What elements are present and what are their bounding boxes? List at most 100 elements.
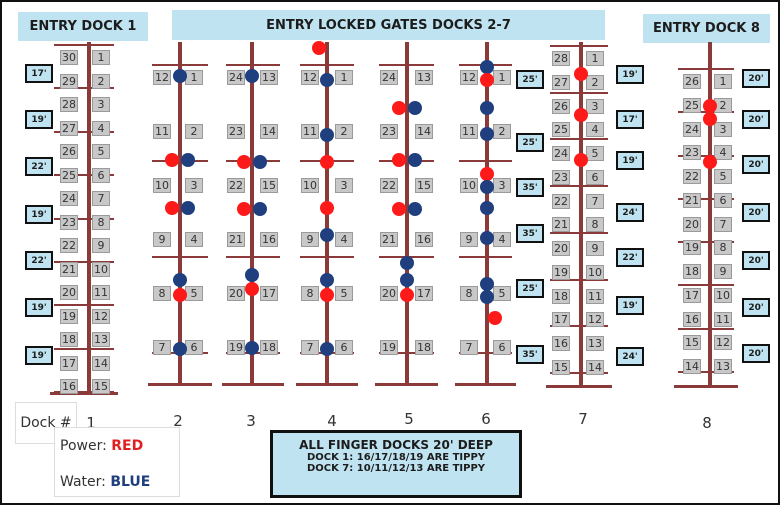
dock-7-walkway (546, 385, 612, 388)
dock-7-power-outlet-2 (574, 108, 588, 122)
dock-4-slip-7: 7 (301, 340, 319, 355)
dock-6-slip-length-5: 25' (516, 279, 544, 298)
dock-5-slip-18: 18 (415, 340, 433, 355)
dock-1-slip-22: 22 (60, 238, 78, 253)
dock-4-slip-5: 5 (335, 286, 353, 301)
dock-1-slip-8: 8 (92, 215, 110, 230)
dock-1-slip-15: 15 (92, 379, 110, 394)
dock-8-slip-5: 5 (714, 169, 732, 184)
dock-8-slip-10: 10 (714, 288, 732, 303)
dock-7-pier (579, 42, 583, 387)
dock-3-slip-18: 18 (260, 340, 278, 355)
dock-7-slip-length-6: 19' (616, 296, 644, 315)
dock-7-slip-15: 15 (552, 360, 570, 375)
dock-5-power-outlet-9 (400, 288, 414, 302)
dock-1-slip-25: 25 (60, 168, 78, 183)
dock-number-1: 1 (86, 414, 96, 432)
dock-2-slip-1: 1 (185, 70, 203, 85)
dock-8-slip-24: 24 (683, 122, 701, 137)
dock-3-slip-24: 24 (227, 70, 245, 85)
dock-3-finger-3 (226, 256, 280, 258)
dock-4-slip-2: 2 (335, 124, 353, 139)
dock-6-slip-10: 10 (460, 178, 478, 193)
dock-3-slip-23: 23 (227, 124, 245, 139)
dock-8-slip-15: 15 (683, 335, 701, 350)
dock-1-slip-4: 4 (92, 121, 110, 136)
dock-6-slip-12: 12 (460, 70, 478, 85)
dock-1-slip-21: 21 (60, 262, 78, 277)
dock-4-water-outlet-9 (320, 342, 334, 356)
dock-1-slip-length-4: 19' (25, 205, 53, 224)
dock-8-walkway (674, 385, 738, 388)
dock-2-water-outlet-3 (181, 153, 195, 167)
dock-1-slip-12: 12 (92, 309, 110, 324)
dock-4-walkway (296, 383, 358, 386)
dock-1-finger-5 (54, 218, 114, 220)
dock-3-slip-13: 13 (260, 70, 278, 85)
dock-6-slip-length-3: 35' (516, 178, 544, 197)
dock-8-slip-26: 26 (683, 74, 701, 89)
dock-7-finger-3 (550, 138, 608, 140)
dock-6-slip-1: 1 (493, 70, 511, 85)
dock-1-slip-6: 6 (92, 168, 110, 183)
dock-7-slip-18: 18 (552, 289, 570, 304)
dock-7-power-outlet-3 (574, 153, 588, 167)
dock-3-finger-1 (226, 64, 280, 66)
dock-number-6: 6 (481, 410, 491, 428)
dock-7-finger-4 (550, 185, 608, 187)
dock-2-slip-7: 7 (153, 340, 171, 355)
dock-7-slip-11: 11 (586, 289, 604, 304)
dock-7-slip-12: 12 (586, 312, 604, 327)
dock-8-slip-13: 13 (714, 359, 732, 374)
dock-6-walkway (455, 383, 516, 386)
dock-1-slip-9: 9 (92, 238, 110, 253)
dock-7-slip-3: 3 (586, 99, 604, 114)
dock-1-finger-4 (54, 174, 114, 176)
dock-8-slip-7: 7 (714, 217, 732, 232)
dock-8-slip-23: 23 (683, 145, 701, 160)
dock-8-finger-6 (678, 284, 734, 286)
dock-7-power-outlet-1 (574, 67, 588, 81)
dock-3-slip-20: 20 (227, 286, 245, 301)
dock-3-slip-19: 19 (227, 340, 245, 355)
dock-5-pier (405, 42, 409, 385)
dock-3-water-outlet-3 (253, 155, 267, 169)
dock-7-slip-19: 19 (552, 265, 570, 280)
dock-6-water-outlet-10 (480, 290, 494, 304)
dock-number-3: 3 (246, 412, 256, 430)
dock-4-slip-11: 11 (301, 124, 319, 139)
entry-dock-1-header: ENTRY DOCK 1 (18, 12, 148, 41)
dock-3-power-outlet-7 (245, 282, 259, 296)
dock-6-water-outlet-6 (480, 180, 494, 194)
dock-3-slip-15: 15 (260, 178, 278, 193)
dock-4-slip-10: 10 (301, 178, 319, 193)
dock-8-slip-17: 17 (683, 288, 701, 303)
dock-4-finger-3 (300, 256, 354, 258)
dock-1-slip-10: 10 (92, 262, 110, 277)
dock-7-slip-5: 5 (586, 146, 604, 161)
dock-1-slip-16: 16 (60, 379, 78, 394)
dock-7-finger-8 (550, 372, 608, 374)
dock-8-slip-21: 21 (683, 193, 701, 208)
dock-number-7: 7 (578, 410, 588, 428)
dock-5-water-outlet-6 (408, 202, 422, 216)
dock-1-slip-20: 20 (60, 285, 78, 300)
dock-5-slip-14: 14 (415, 124, 433, 139)
dock-1-slip-length-1: 17' (25, 64, 53, 83)
dock-8-slip-2: 2 (714, 98, 732, 113)
dock-number-8: 8 (702, 414, 712, 432)
dock-5-slip-22: 22 (380, 178, 398, 193)
dock-6-slip-7: 7 (460, 340, 478, 355)
dock-8-finger-5 (678, 241, 734, 243)
dock-2-slip-10: 10 (153, 178, 171, 193)
dock-8-slip-25: 25 (683, 98, 701, 113)
dock-5-slip-17: 17 (415, 286, 433, 301)
dock-5-power-outlet-3 (392, 153, 406, 167)
dock-2-power-outlet-7 (173, 288, 187, 302)
dock-4-finger-1 (300, 64, 354, 66)
dock-3-water-outlet-5 (253, 202, 267, 216)
dock-1-finger-1 (54, 44, 114, 46)
dock-8-slip-length-3: 20' (742, 155, 770, 174)
dock-6-finger-2 (459, 160, 512, 162)
dock-4-slip-9: 9 (301, 232, 319, 247)
